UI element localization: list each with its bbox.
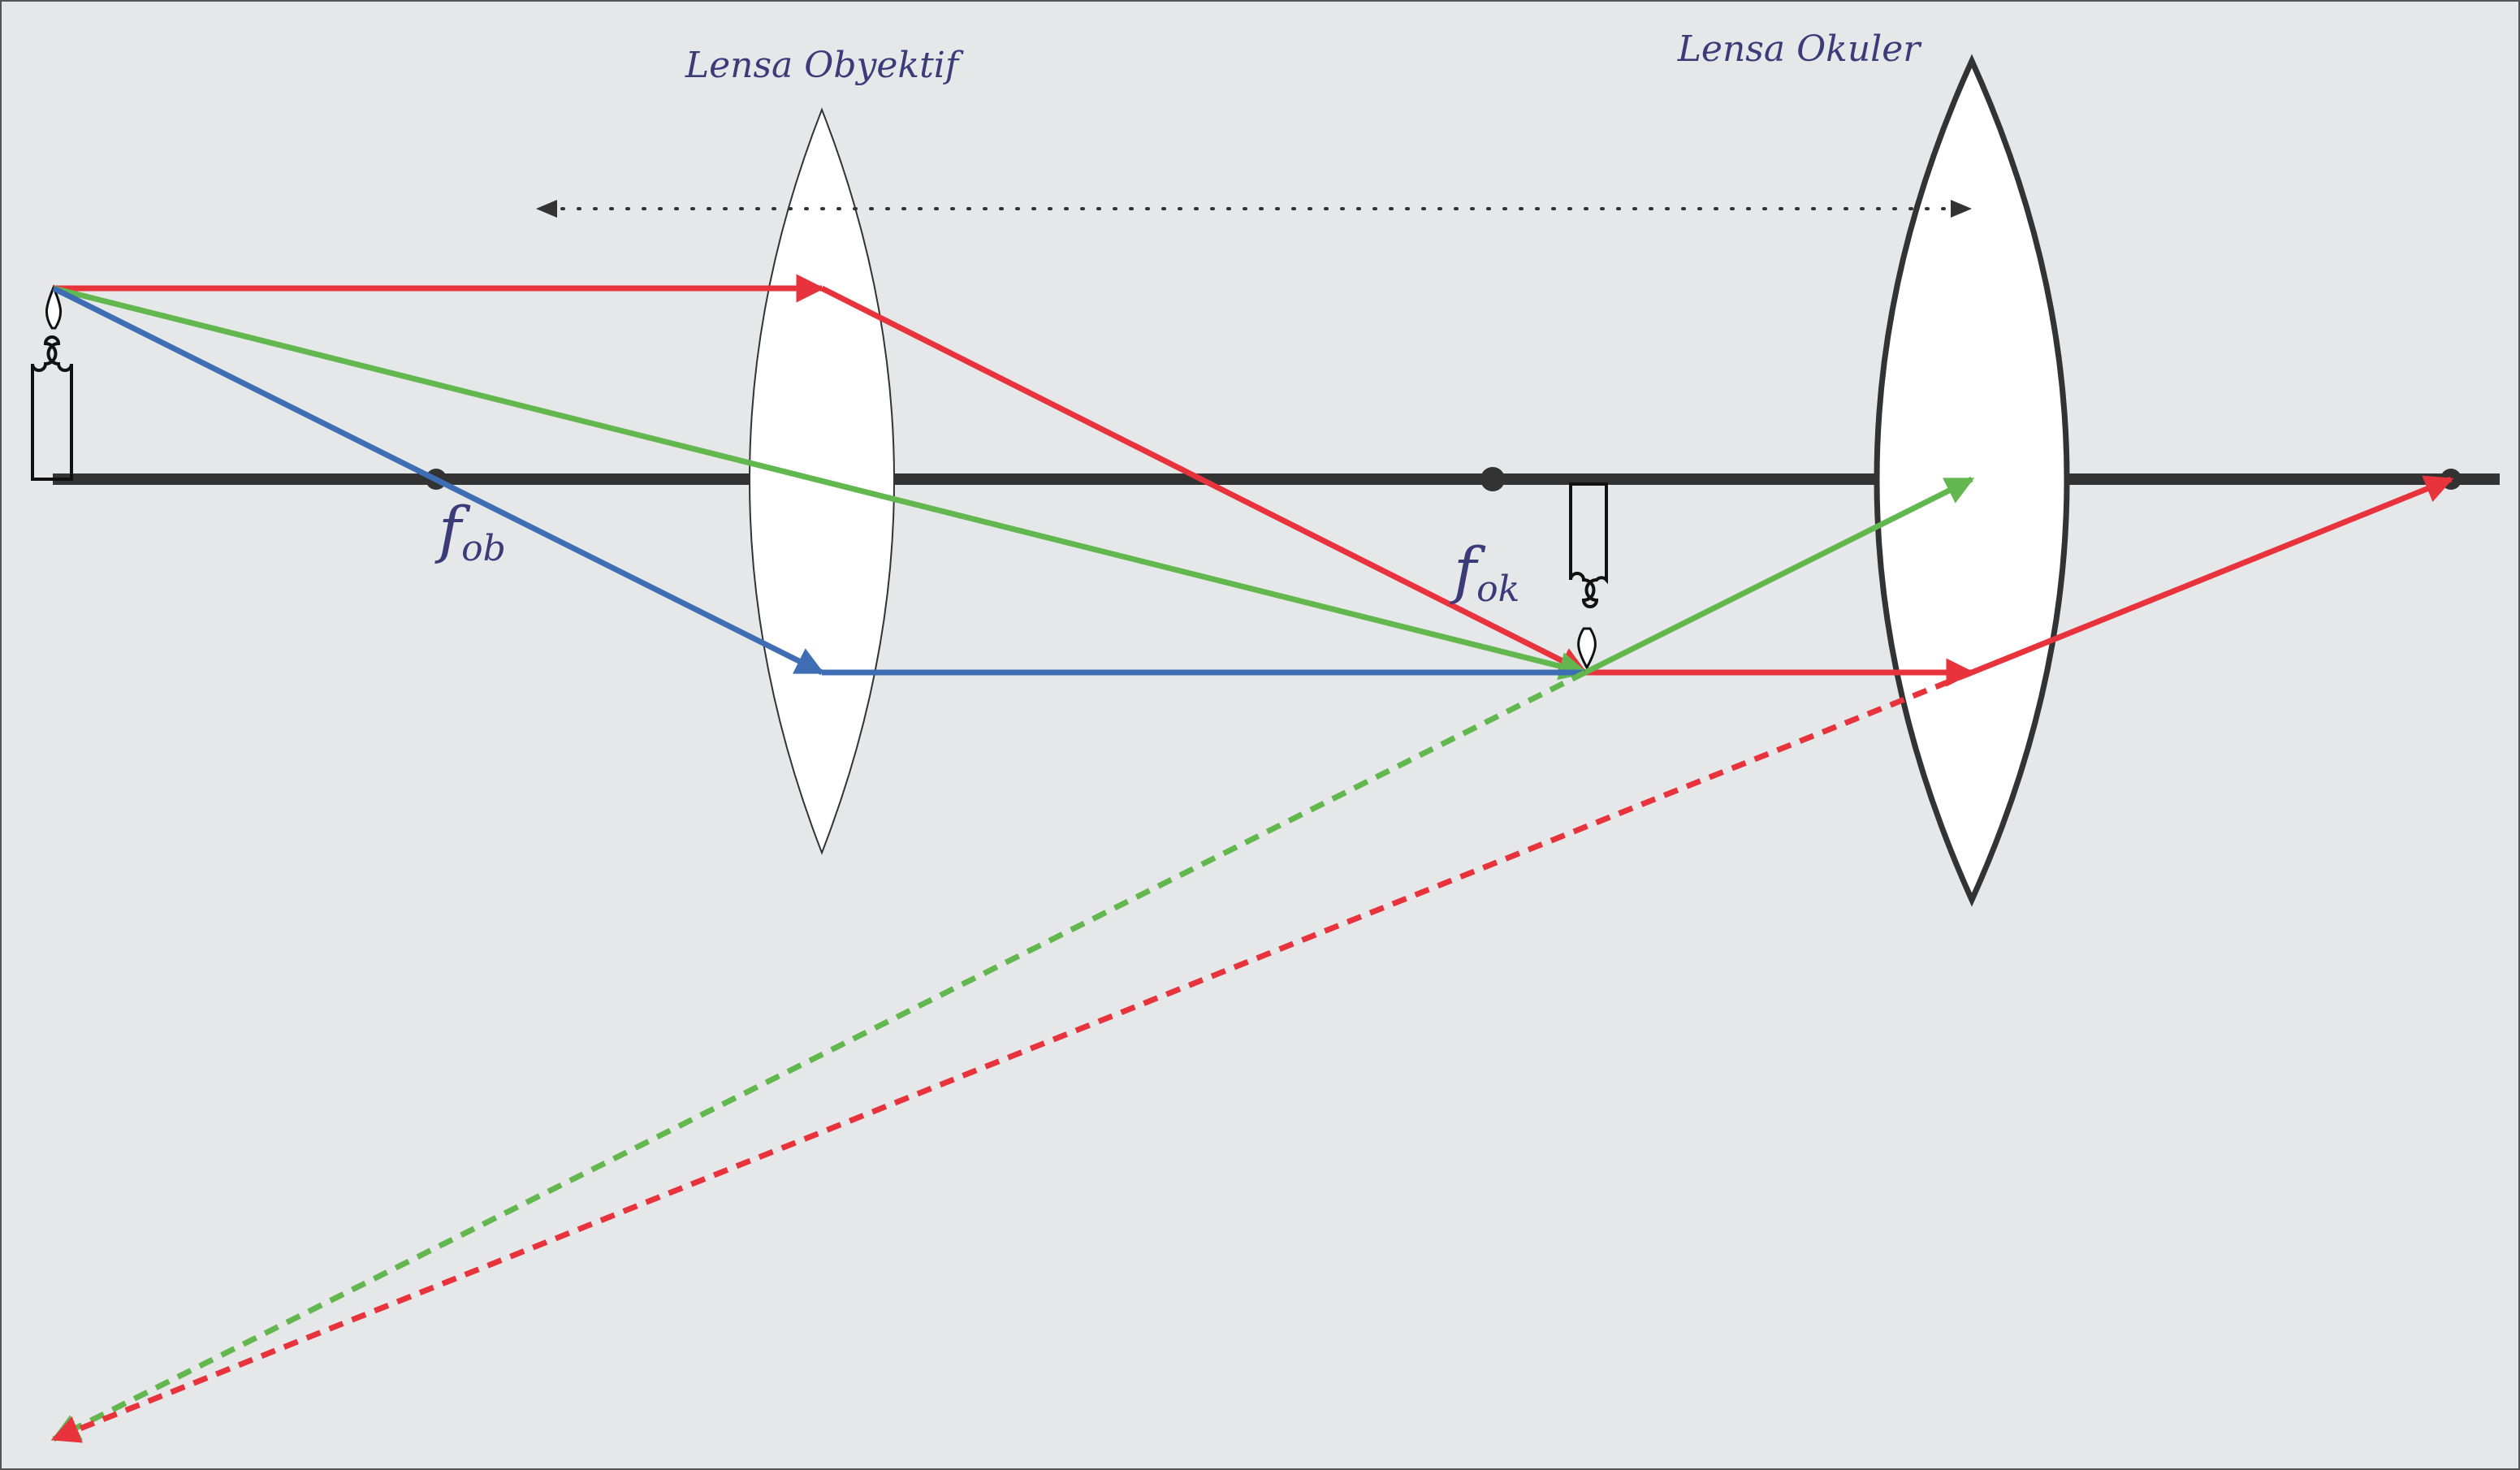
red-ray-exit bbox=[1970, 475, 2454, 676]
tube-length-arrow-left bbox=[536, 200, 557, 218]
red-ray-refracted bbox=[820, 285, 1589, 676]
blue-ray bbox=[52, 285, 1585, 676]
eyepiece-lens-label: Lensa Okuler bbox=[1677, 28, 1923, 70]
blue-ray-incident bbox=[52, 285, 825, 676]
green-ray-incident bbox=[53, 285, 1589, 681]
green-ray bbox=[53, 285, 1975, 681]
eyepiece-focal-point bbox=[1480, 467, 1505, 491]
red-ray-virtual-extension bbox=[50, 669, 1973, 1443]
tube-length-arrow-right bbox=[1951, 200, 1972, 218]
f-subscript: ob bbox=[461, 528, 506, 569]
objective-lens-label: Lensa Obyektif bbox=[685, 45, 964, 86]
green-ray-virtual-extension bbox=[50, 669, 1587, 1442]
green-ray-exit bbox=[1584, 476, 1975, 676]
f-subscript: ok bbox=[1476, 569, 1519, 610]
red-ray bbox=[54, 274, 2454, 687]
